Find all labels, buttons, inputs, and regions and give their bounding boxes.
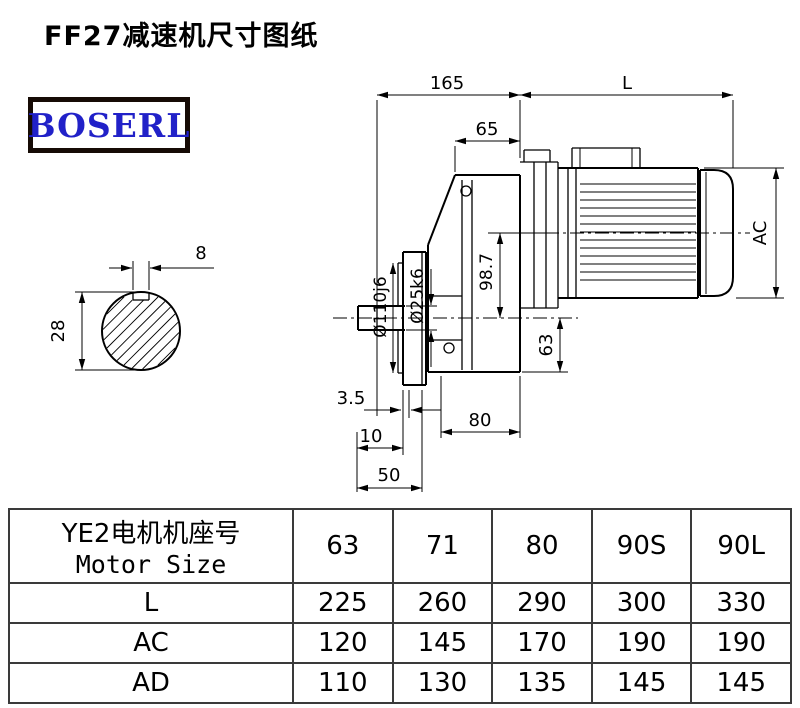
mounting-flange xyxy=(397,251,427,386)
row-label: AC xyxy=(8,622,294,664)
dim-label-63: 63 xyxy=(536,334,557,357)
technical-drawing: 165 L 65 AC 8 28 Ø110j6 Ø25k6 98.7 63 3.… xyxy=(48,73,784,492)
boserl-logo-text: BOSERL xyxy=(27,105,191,145)
table-cell: 190 xyxy=(690,622,792,664)
table-cell: 145 xyxy=(690,662,792,704)
dim-label-28: 28 xyxy=(48,320,69,343)
motor xyxy=(558,147,734,299)
table-cell: 145 xyxy=(391,622,494,664)
table-cell: 300 xyxy=(590,582,693,624)
table-cell: 190 xyxy=(590,622,693,664)
dim-label-50: 50 xyxy=(378,465,401,486)
dim-label-165: 165 xyxy=(430,73,464,94)
gear-housing xyxy=(427,174,521,373)
dim-label-3-5: 3.5 xyxy=(337,388,366,409)
table-cell: 290 xyxy=(491,582,593,624)
main-side-view xyxy=(333,147,750,386)
page-title: FF27减速机尺寸图纸 xyxy=(44,21,319,52)
motor-size-header: 90L xyxy=(690,508,792,584)
motor-size-header: 63 xyxy=(292,508,394,584)
motor-size-header: 90S xyxy=(590,508,693,584)
keyway-slot xyxy=(132,288,150,300)
dim-label-10: 10 xyxy=(360,426,383,447)
dim-label-pilot-diameter: Ø110j6 xyxy=(371,276,391,337)
output-shaft xyxy=(357,305,405,331)
dim-label-AC: AC xyxy=(750,221,771,246)
table-header-row: YE2电机机座号 Motor Size 63 71 80 90S 90L xyxy=(8,508,792,584)
table-row: L 225 260 290 300 330 xyxy=(8,582,792,624)
motor-size-header-cn: YE2电机机座号 xyxy=(61,519,241,549)
row-label: L xyxy=(8,582,294,624)
motor-cooling-fins xyxy=(580,183,696,281)
dimension-table: YE2电机机座号 Motor Size 63 71 80 90S 90L L 2… xyxy=(8,508,792,704)
table-cell: 260 xyxy=(391,582,494,624)
boserl-logo: BOSERL xyxy=(28,97,190,153)
fan-cover xyxy=(699,169,734,297)
table-cell: 225 xyxy=(292,582,394,624)
table-cell: 170 xyxy=(491,622,593,664)
row-label: AD xyxy=(8,662,294,704)
terminal-box xyxy=(571,147,641,168)
motor-adapter xyxy=(520,149,559,309)
housing-bolt-hole-top xyxy=(460,185,472,197)
motor-size-header-en: Motor Size xyxy=(75,550,227,579)
table-cell: 145 xyxy=(590,662,693,704)
table-row: AD 110 130 135 145 145 xyxy=(8,662,792,704)
table-cell: 120 xyxy=(292,622,394,664)
dim-label-65: 65 xyxy=(476,119,499,140)
table-cell: 135 xyxy=(491,662,593,704)
dim-label-98-7: 98.7 xyxy=(477,253,497,291)
housing-bolt-hole-bottom xyxy=(443,342,455,354)
table-cell: 130 xyxy=(391,662,494,704)
dim-label-80: 80 xyxy=(469,410,492,431)
dimension-annotations: 165 L 65 AC 8 28 Ø110j6 Ø25k6 98.7 63 3.… xyxy=(48,73,784,492)
table-row: AC 120 145 170 190 190 xyxy=(8,622,792,664)
dim-label-8: 8 xyxy=(195,243,206,264)
table-cell: 110 xyxy=(292,662,394,704)
dim-label-shaft-diameter: Ø25k6 xyxy=(408,268,428,324)
motor-size-header: 80 xyxy=(491,508,593,584)
motor-size-header: 71 xyxy=(391,508,494,584)
dim-label-L: L xyxy=(622,73,632,94)
motor-size-row-header: YE2电机机座号 Motor Size xyxy=(8,508,294,584)
shaft-end-view xyxy=(101,288,181,371)
table-cell: 330 xyxy=(690,582,792,624)
